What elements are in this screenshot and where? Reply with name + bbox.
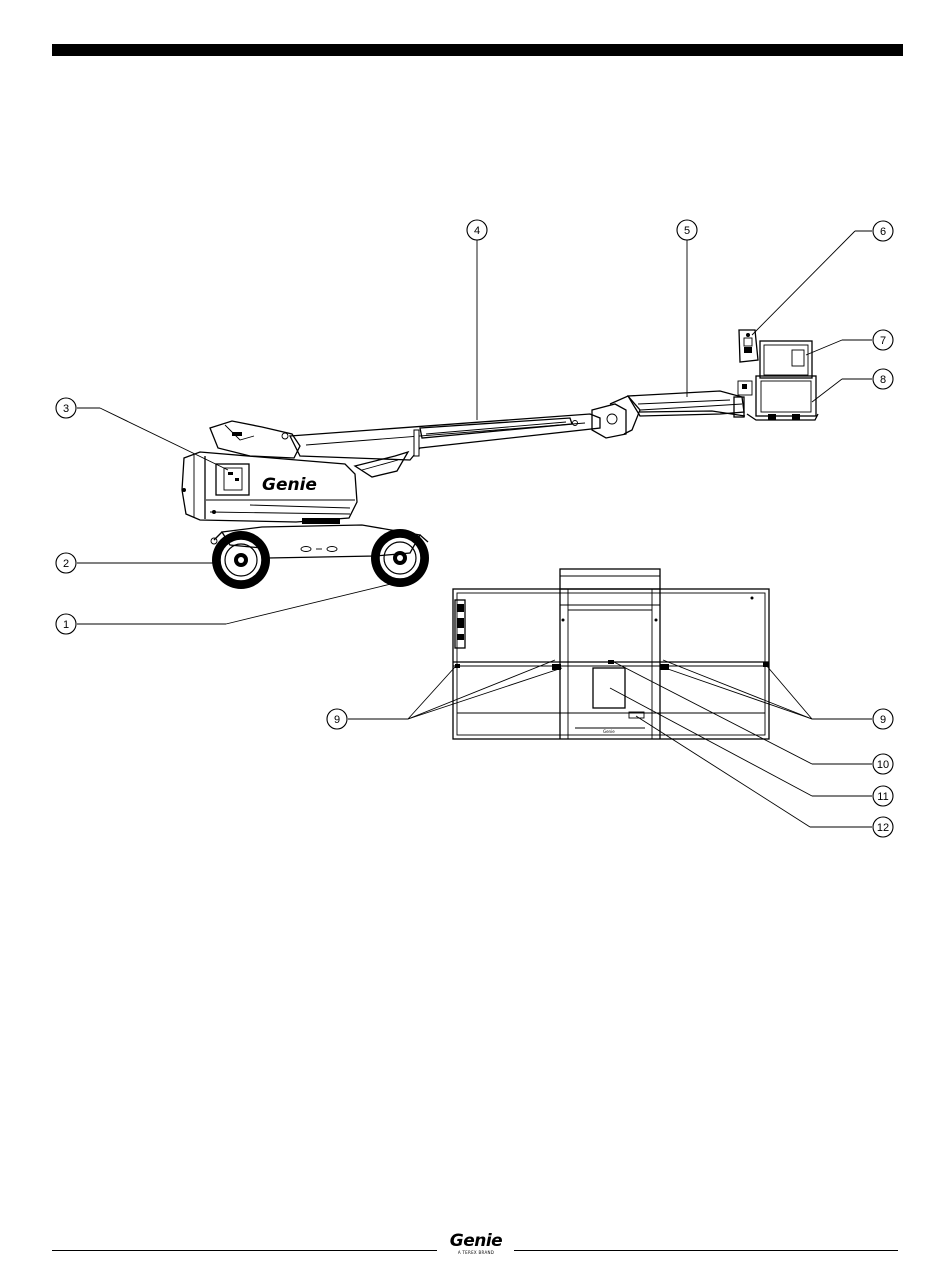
svg-text:2: 2 <box>63 558 69 570</box>
footer-brand: Genie <box>441 1232 511 1250</box>
tire-front <box>371 529 429 587</box>
svg-text:12: 12 <box>877 822 889 834</box>
callout-3: 3 <box>56 398 76 418</box>
boom-lift-side-view: Genie <box>182 330 818 589</box>
callout-2: 2 <box>56 553 76 573</box>
svg-text:6: 6 <box>880 226 886 238</box>
svg-text:10: 10 <box>877 759 889 771</box>
callout-11: 11 <box>873 786 893 806</box>
callout-5: 5 <box>677 220 697 240</box>
svg-text:7: 7 <box>880 335 886 347</box>
platform-plate: Genie <box>603 729 615 734</box>
callout-8: 8 <box>873 369 893 389</box>
brand-decal: Genie <box>262 475 317 495</box>
svg-text:9: 9 <box>334 714 340 726</box>
svg-text:4: 4 <box>474 225 480 237</box>
svg-text:11: 11 <box>877 791 888 803</box>
callout-1: 1 <box>56 614 76 634</box>
tire-rear <box>212 531 270 589</box>
boom-pivot <box>210 421 300 458</box>
svg-text:9: 9 <box>880 714 886 726</box>
callout-7: 7 <box>873 330 893 350</box>
callout-9-right: 9 <box>873 709 893 729</box>
svg-text:8: 8 <box>880 374 886 386</box>
primary-boom <box>290 414 600 460</box>
svg-text:5: 5 <box>684 225 690 237</box>
svg-text:3: 3 <box>63 403 69 415</box>
platform-side <box>738 330 818 420</box>
leader-lines <box>77 231 872 827</box>
callout-12: 12 <box>873 817 893 837</box>
jib-knuckle <box>592 404 626 438</box>
callout-4: 4 <box>467 220 487 240</box>
platform-front-view: Genie <box>453 569 769 739</box>
svg-text:1: 1 <box>63 619 69 631</box>
callouts: 1 2 3 4 5 6 7 <box>56 220 893 837</box>
genie-logo-icon: Genie A TEREX BRAND <box>441 1232 511 1262</box>
footer-rule-left <box>52 1250 437 1251</box>
footer-rule-right <box>514 1250 898 1251</box>
callout-9-left: 9 <box>327 709 347 729</box>
callout-6: 6 <box>873 221 893 241</box>
callout-10: 10 <box>873 754 893 774</box>
